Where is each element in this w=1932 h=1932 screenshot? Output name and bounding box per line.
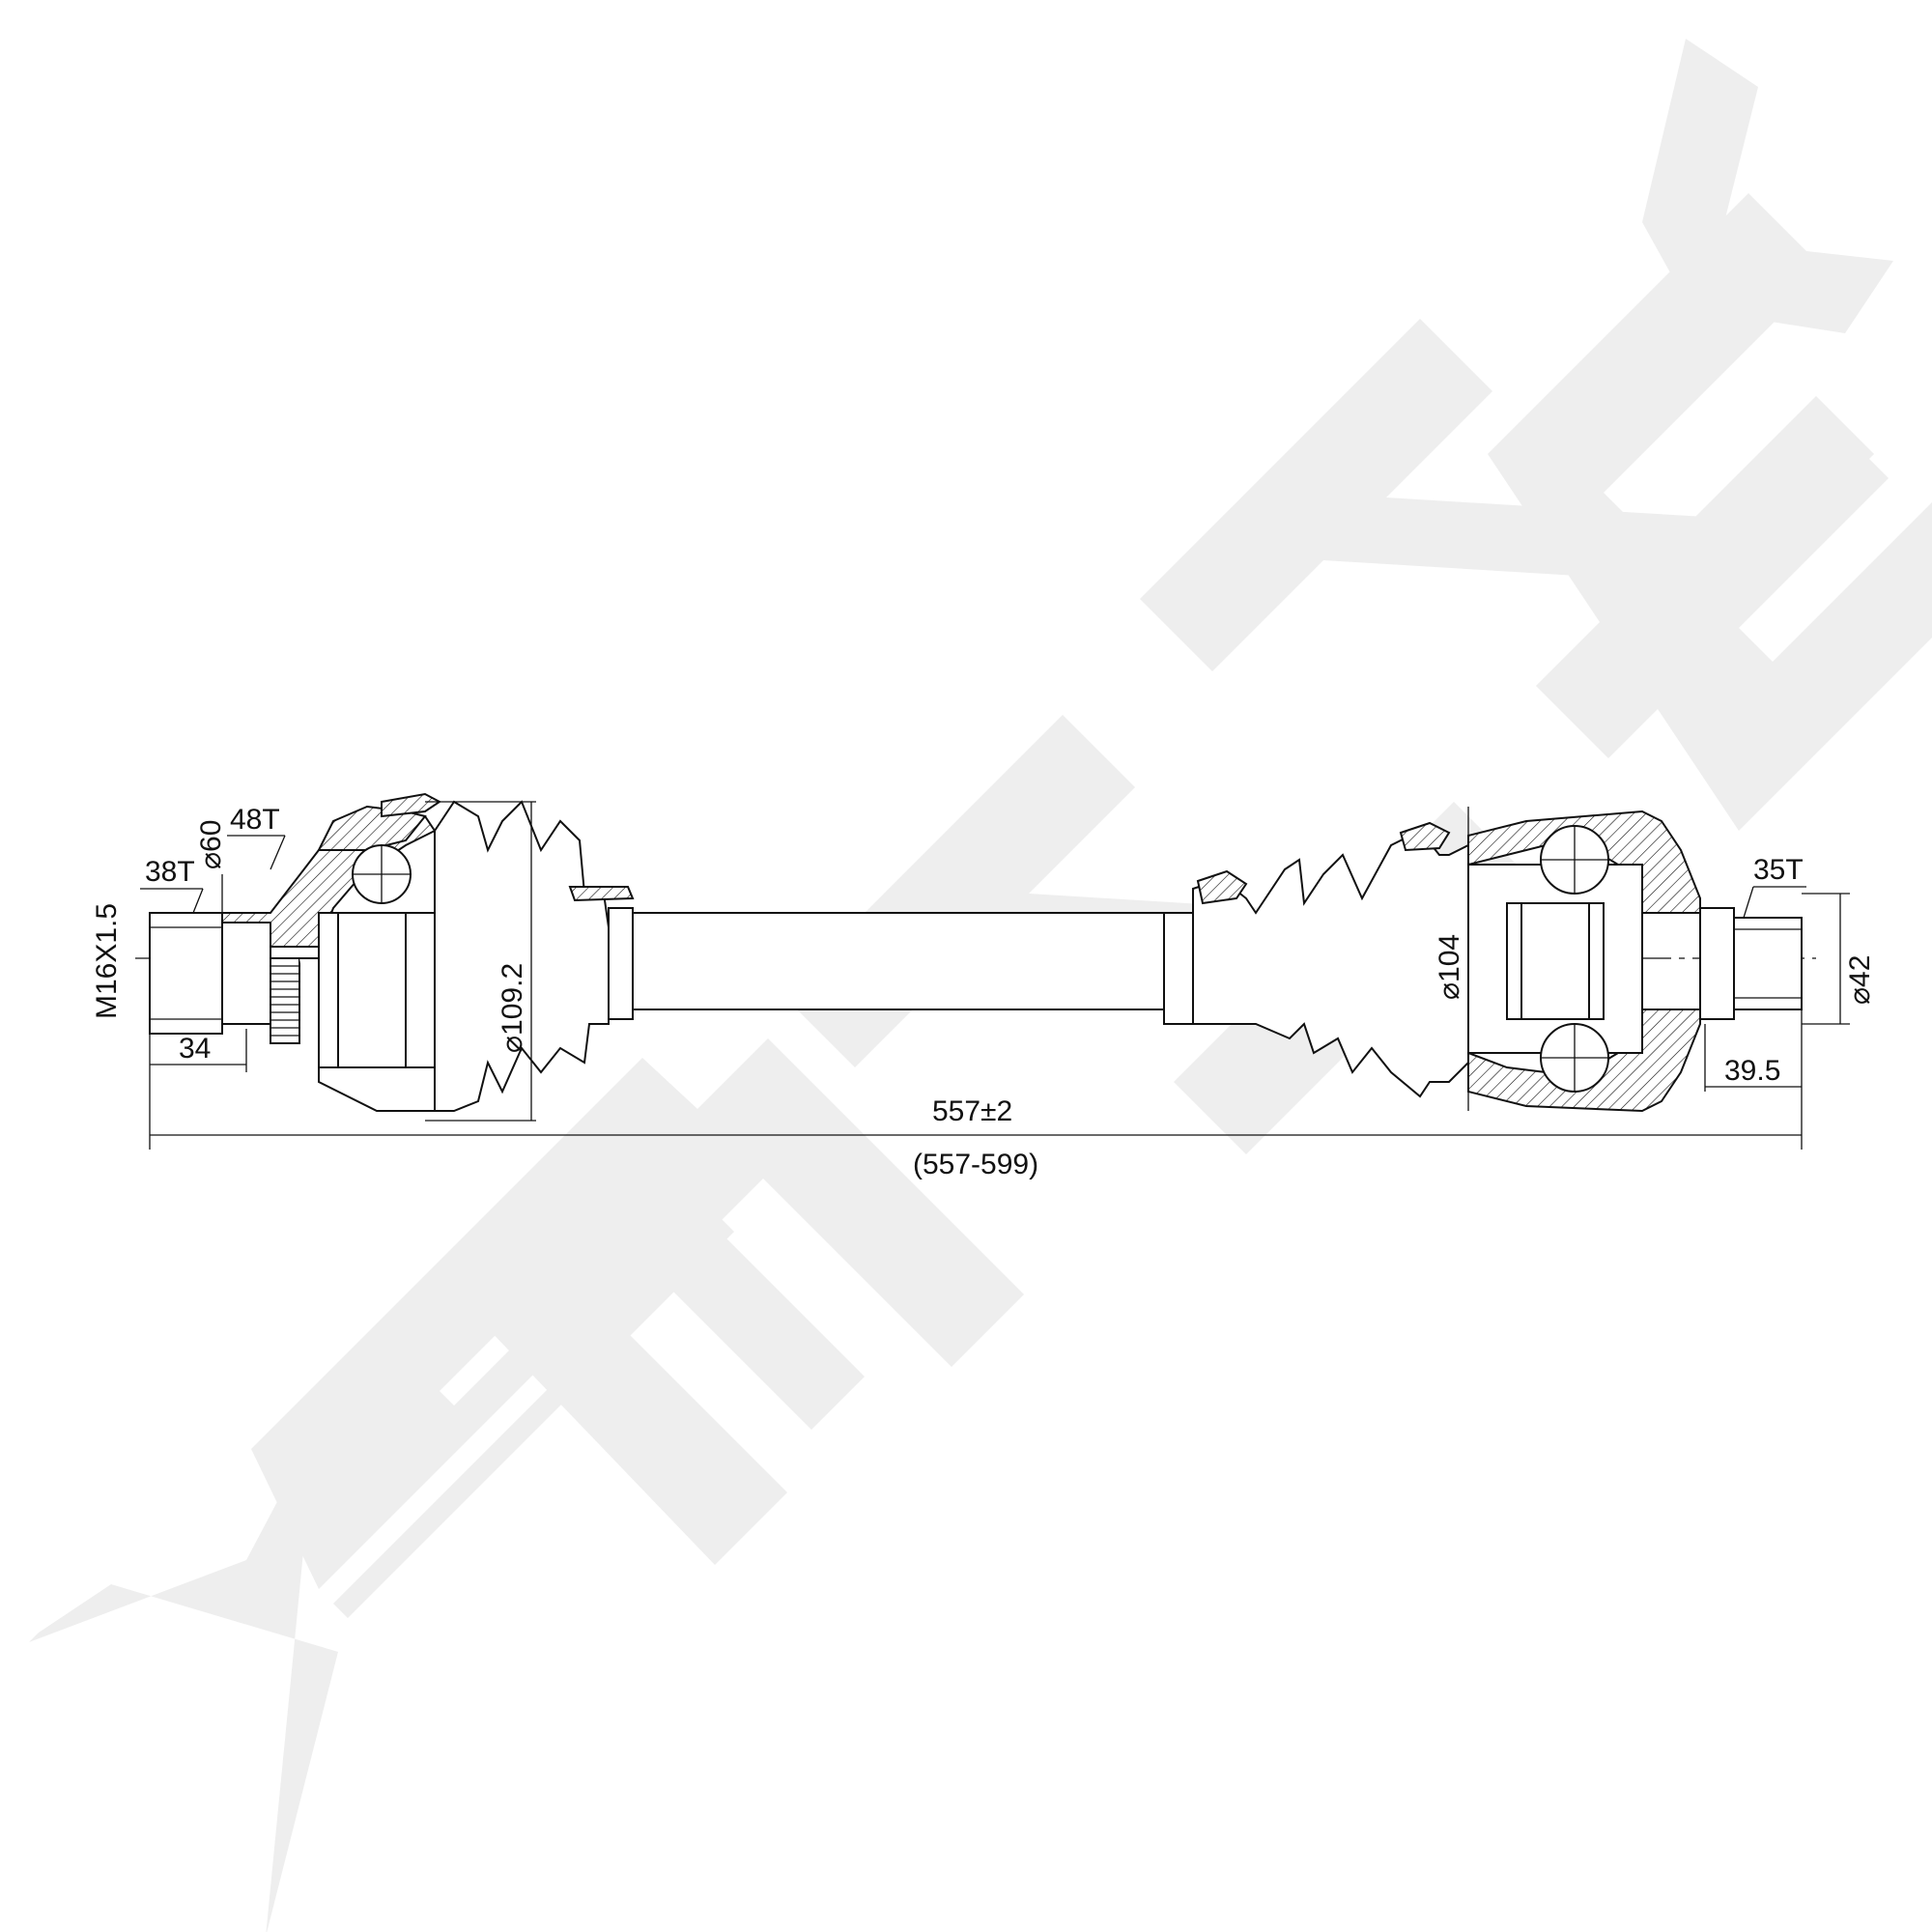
outer-boot-clamp-small [568,886,635,902]
dim-overall-length-range: (557-599) [913,1149,1038,1180]
inner-boot-clamp-small [1196,869,1248,905]
inner-shaft-neck [1163,912,1194,1025]
dim-spline-48t: 48T [230,804,280,836]
inner-spline-stub [1733,917,1803,1010]
watermark-letter-z [29,1478,338,1932]
dim-length-34: 34 [179,1033,211,1065]
dim-spline-35t: 35T [1753,854,1804,886]
inner-boot-clamp-large [1399,821,1451,852]
intermediate-shaft [632,912,1165,1010]
abs-ring-teeth [270,965,299,1037]
outer-hub [318,912,436,1068]
spline-stub [221,922,271,1025]
dim-diameter-109-2: ⌀109.2 [497,963,528,1053]
dim-length-39-5: 39.5 [1724,1055,1780,1087]
dim-diameter-104: ⌀104 [1434,934,1465,1000]
outer-boot-clamp-large [381,792,441,818]
watermark-letter-e [483,1038,1024,1565]
watermark-letter-e2 [1488,193,1932,831]
dim-spline-38t: 38T [145,856,195,888]
dim-overall-length: 557±2 [932,1095,1012,1127]
watermark-letter-z-body [251,1058,734,1618]
outer-boot [434,800,610,1112]
outer-cv-joint [149,792,635,1112]
dimension-lines [140,801,1850,1150]
threaded-stub [149,912,223,1035]
outer-shaft-neck [608,907,634,1020]
dim-thread: M16X1.5 [91,903,123,1019]
watermark-logo [29,39,1932,1932]
inner-cv-joint [1163,810,1803,1113]
dim-diameter-42: ⌀42 [1844,955,1876,1005]
watermark-letter-k [1642,39,1893,333]
abs-ring [270,957,300,1044]
dim-diameter-60: ⌀60 [195,820,227,869]
inner-stub-collar [1699,907,1735,1020]
inner-tripod-hub [1506,902,1605,1020]
